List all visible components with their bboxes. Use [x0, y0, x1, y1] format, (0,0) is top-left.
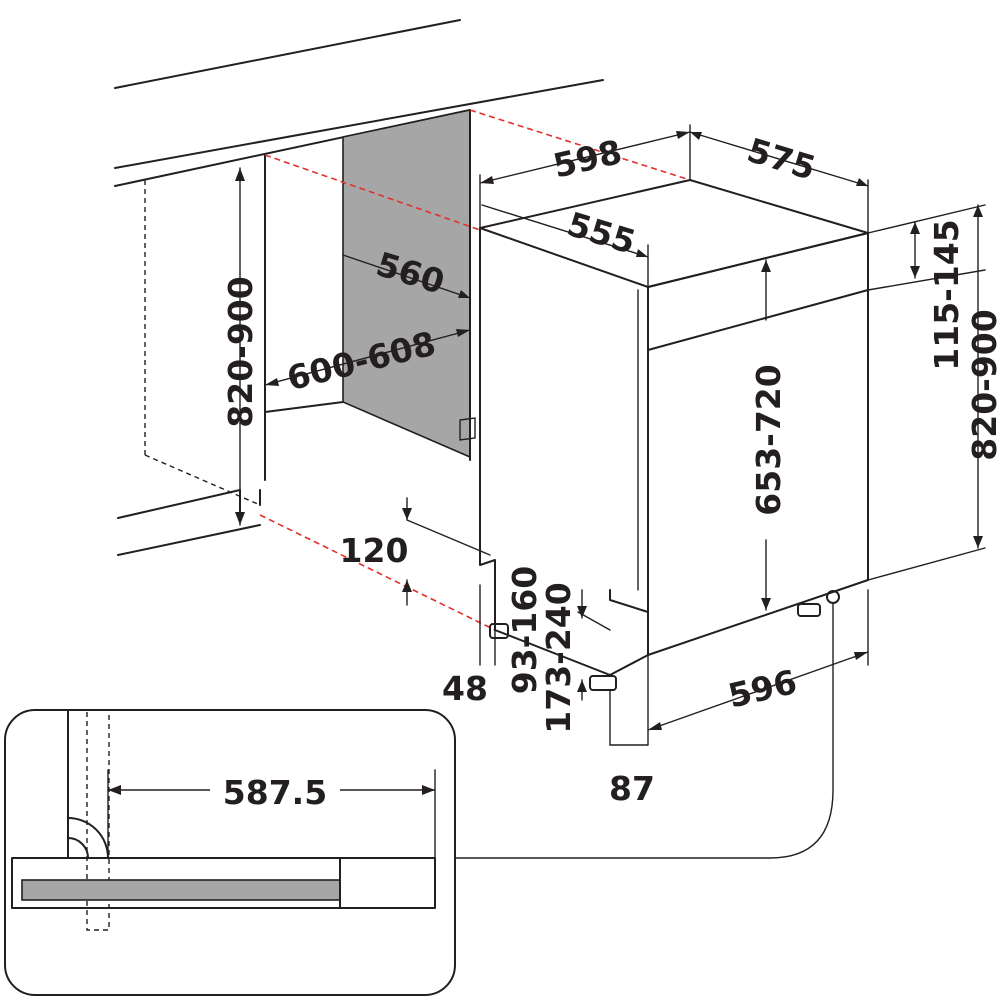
label-foot-adjust-1: 93-160 [505, 566, 544, 695]
label-panel-range: 115-145 [927, 219, 966, 370]
projection-lines [259, 109, 691, 631]
dimension-lines [235, 124, 986, 859]
label-appliance-height: 820-900 [965, 309, 1000, 460]
label-foot-offset: 87 [609, 769, 655, 808]
label-plinth-height: 120 [340, 531, 409, 570]
label-foot-adjust-2: 173-240 [539, 582, 578, 733]
label-inner-depth: 555 [563, 204, 640, 261]
cabinet-niche [114, 19, 604, 556]
door-panel [21, 879, 341, 901]
label-width-top: 598 [549, 132, 625, 185]
label-depth-top: 575 [743, 130, 820, 187]
label-plinth-recess: 48 [442, 669, 488, 708]
label-niche-height: 820-900 [221, 276, 260, 427]
label-detail-width: 587.5 [223, 773, 327, 812]
dishwasher-body [479, 179, 869, 691]
detail-inset: 587.5 [4, 709, 456, 996]
label-front-width: 596 [724, 662, 800, 715]
label-door-height: 653-720 [749, 364, 788, 515]
